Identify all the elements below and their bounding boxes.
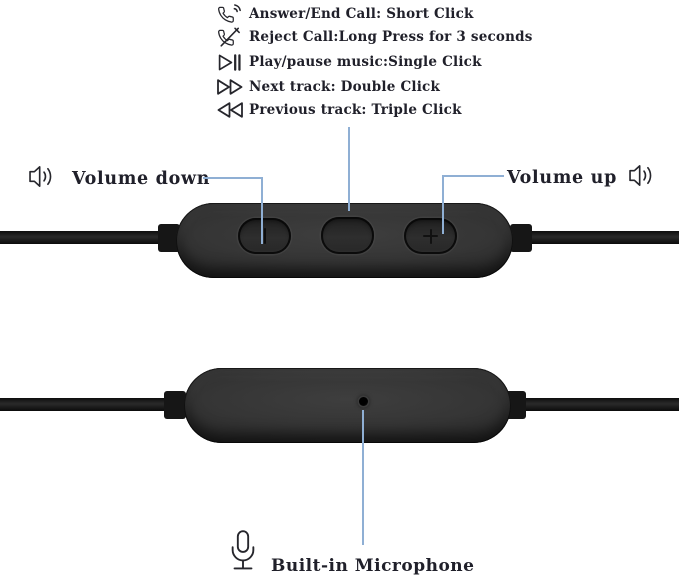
- volume-up-speaker-icon: [628, 162, 661, 194]
- feature-answer-end-call: Answer/End Call: Short Click: [216, 3, 474, 25]
- cable-right-2: [522, 398, 679, 411]
- reject-call-icon: [216, 26, 243, 49]
- strain-relief: [164, 391, 186, 419]
- plus-glyph: [423, 228, 438, 244]
- volume-up-text: Volume up: [507, 168, 618, 188]
- feature-text: Reject Call:Long Press for 3 seconds: [249, 29, 533, 45]
- inline-remote-back: [184, 368, 511, 443]
- cable-left-1: [0, 231, 164, 244]
- microphone-icon: [227, 528, 259, 578]
- feature-text: Play/pause music:Single Click: [249, 54, 482, 70]
- microphone-hole: [359, 397, 368, 406]
- answer-end-call-icon: [216, 3, 243, 26]
- previous-track-icon: [216, 102, 243, 118]
- volume-down-label: Volume down: [28, 163, 210, 195]
- feature-text: Previous track: Triple Click: [249, 102, 462, 118]
- play-pause-icon: [216, 53, 243, 71]
- volume-up-label: Volume up: [507, 162, 661, 194]
- volume-down-button: [238, 218, 291, 254]
- strain-relief: [158, 224, 180, 252]
- volume-up-button: [404, 218, 457, 254]
- cable-right-1: [528, 231, 679, 244]
- built-in-microphone-text: Built-in Microphone: [271, 556, 475, 576]
- leader-microphone-v: [362, 410, 364, 545]
- leader-volume-up-v: [442, 175, 444, 234]
- built-in-microphone-label: Built-in Microphone: [227, 528, 474, 578]
- feature-play-pause: Play/pause music:Single Click: [216, 51, 482, 73]
- leader-volume-down-v: [261, 177, 263, 244]
- feature-next-track: Next track: Double Click: [216, 76, 440, 98]
- next-track-icon: [216, 79, 243, 95]
- leader-multifunction-v: [348, 127, 350, 211]
- feature-text: Answer/End Call: Short Click: [249, 6, 474, 22]
- multifunction-button: [321, 217, 374, 254]
- feature-text: Next track: Double Click: [249, 79, 441, 95]
- cable-left-2: [0, 398, 168, 411]
- inline-remote-control: [176, 203, 513, 278]
- volume-down-speaker-icon: [28, 163, 61, 195]
- volume-down-text: Volume down: [72, 169, 211, 189]
- strain-relief: [510, 224, 532, 252]
- minus-glyph: [263, 228, 266, 244]
- leader-volume-down-h: [203, 177, 263, 179]
- leader-volume-up-h: [442, 175, 504, 177]
- feature-reject-call: Reject Call:Long Press for 3 seconds: [216, 26, 533, 48]
- feature-previous-track: Previous track: Triple Click: [216, 99, 462, 121]
